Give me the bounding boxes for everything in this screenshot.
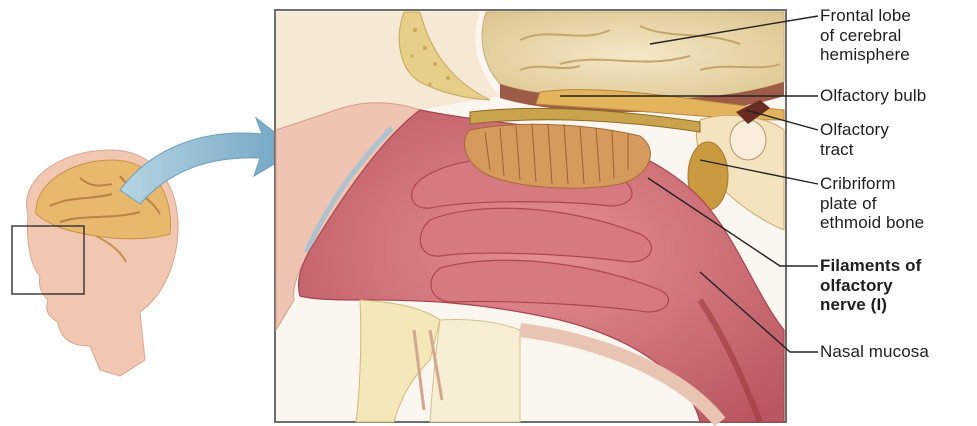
label-filaments-olfactory-nerve: Filaments of olfactory nerve (I) <box>820 256 921 315</box>
label-frontal-lobe: Frontal lobe of cerebral hemisphere <box>820 6 911 65</box>
label-olfactory-tract: Olfactory tract <box>820 120 889 159</box>
label-olfactory-bulb: Olfactory bulb <box>820 86 926 106</box>
label-cribriform-plate: Cribriform plate of ethmoid bone <box>820 174 924 233</box>
label-nasal-mucosa: Nasal mucosa <box>820 342 929 362</box>
frontal-lobe-shape <box>482 12 784 98</box>
